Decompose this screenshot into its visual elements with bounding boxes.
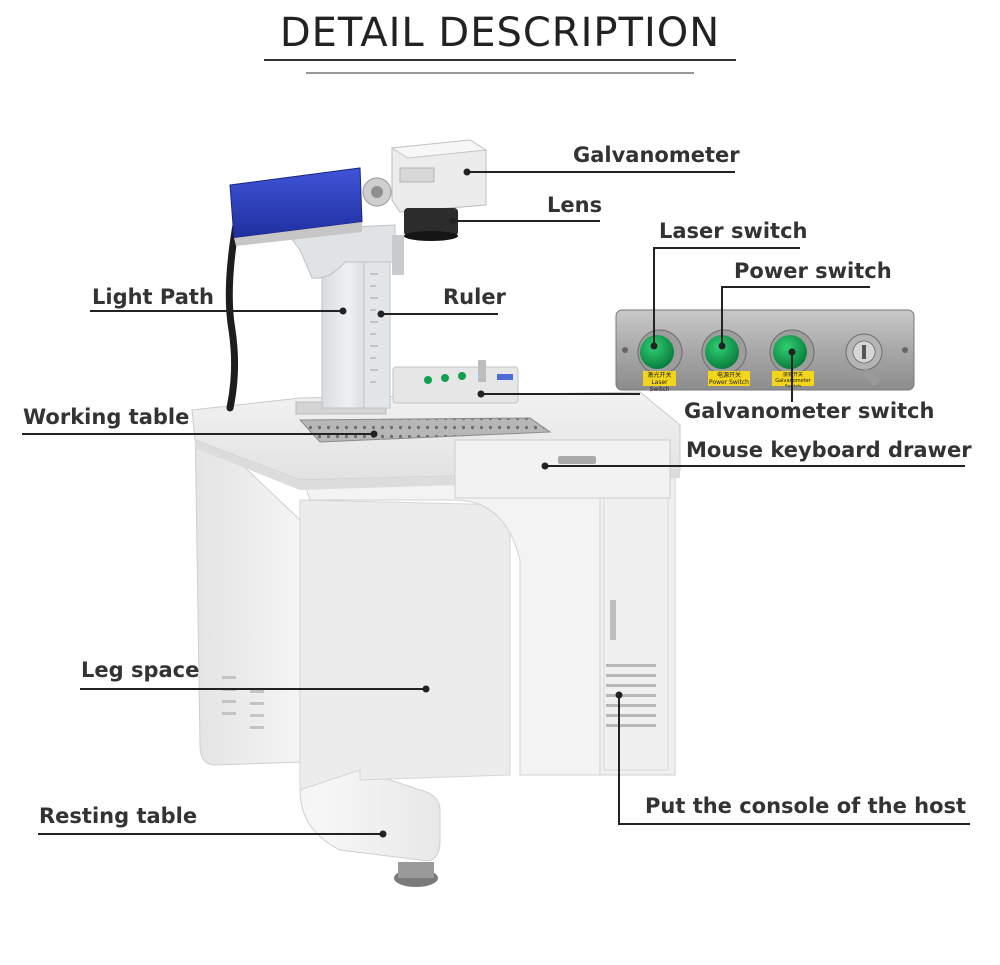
label-power-switch: Power switch: [734, 259, 892, 283]
cabinet: [191, 391, 681, 887]
lifting-column: [284, 224, 404, 409]
lens: [404, 208, 458, 241]
laser-source: [229, 167, 392, 246]
leader-lines: [22, 171, 970, 835]
page-title: DETAIL DESCRIPTION: [279, 10, 721, 56]
galvanometer-head: [390, 139, 488, 213]
label-lens: Lens: [547, 193, 603, 217]
label-leg-space: Leg space: [81, 658, 200, 682]
label-working-table: Working table: [23, 405, 190, 429]
label-laser-switch: Laser switch: [659, 219, 808, 243]
switch-panel: [615, 309, 915, 391]
label-galvanometer: Galvanometer: [573, 143, 740, 167]
label-galvanometer-switch: Galvanometer switch: [684, 399, 935, 423]
leader-dots: [339, 168, 796, 838]
label-console: Put the console of the host: [645, 794, 967, 818]
galvo-sticker: 振镜开关 Galvanometer Switch: [775, 372, 811, 387]
power-sticker: 电源开关 Power Switch: [709, 372, 749, 386]
fiber-cable: [225, 221, 240, 412]
title-underline-secondary: [306, 72, 694, 74]
table-control-box: [392, 360, 519, 404]
title-underline: [264, 59, 736, 61]
label-light-path: Light Path: [92, 285, 214, 309]
laser-sticker: 激光开关 Laser Switch: [647, 372, 672, 393]
label-ruler: Ruler: [443, 285, 506, 309]
label-mouse-keyboard-drawer: Mouse keyboard drawer: [686, 438, 972, 462]
label-resting-table: Resting table: [39, 804, 198, 828]
